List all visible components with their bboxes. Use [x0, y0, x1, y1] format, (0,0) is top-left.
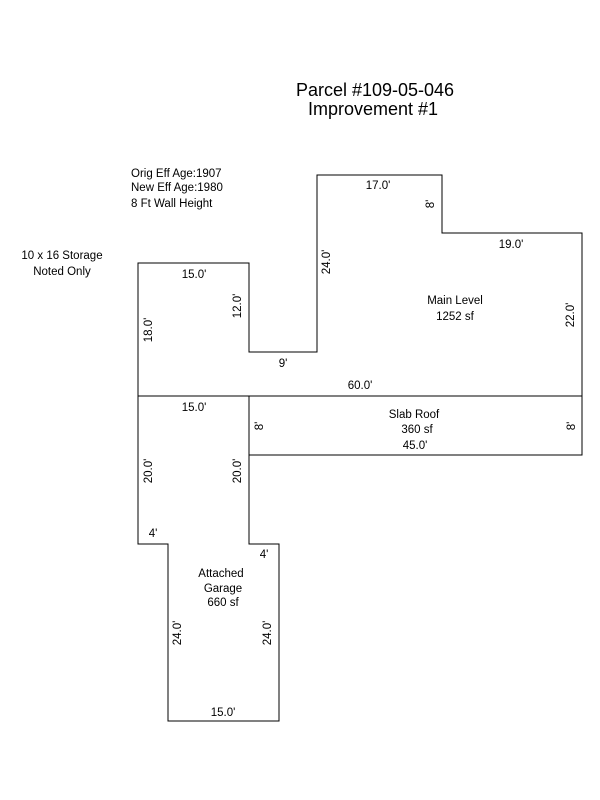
dim-slab-bottom: 45.0' — [403, 440, 428, 452]
dim-slab-left: 8' — [254, 422, 266, 431]
garage-size: 660 sf — [207, 597, 239, 609]
dim-garage-lower-right: 24.0' — [262, 621, 274, 646]
slab-roof-size: 360 sf — [401, 424, 433, 436]
dim-notch-right: 12.0' — [232, 294, 244, 319]
dim-garage-bottom: 15.0' — [211, 707, 236, 719]
dim-slab-right: 8' — [566, 422, 578, 431]
storage-note-line1: 10 x 16 Storage — [21, 250, 102, 262]
dim-tower-top: 17.0' — [366, 180, 391, 192]
dim-notch-bottom: 9' — [279, 358, 288, 370]
dim-main-right: 22.0' — [565, 303, 577, 328]
slab-roof-name: Slab Roof — [389, 409, 440, 421]
new-eff-age-note: New Eff Age:1980 — [131, 182, 223, 194]
garage-name-line1: Attached — [198, 568, 243, 580]
main-level-name: Main Level — [427, 295, 483, 307]
garage-outline — [137, 395, 280, 722]
dim-garage-upper-left: 20.0' — [143, 459, 155, 484]
orig-eff-age-note: Orig Eff Age:1907 — [131, 168, 222, 180]
garage-name-line2: Garage — [204, 583, 242, 595]
dim-tower-step: 8' — [425, 200, 437, 209]
dim-tower-left: 24.0' — [321, 250, 333, 275]
dim-garage-top: 15.0' — [182, 402, 207, 414]
dim-garage-step-right: 4' — [260, 549, 269, 561]
dim-main-bottom: 60.0' — [348, 380, 373, 392]
dim-main-top-right: 19.0' — [499, 239, 524, 251]
wall-height-note: 8 Ft Wall Height — [131, 198, 213, 210]
parcel-title: Parcel #109-05-046 — [296, 80, 454, 100]
dim-garage-lower-left: 24.0' — [172, 621, 184, 646]
storage-note-line2: Noted Only — [33, 266, 91, 278]
dim-main-top-left: 15.0' — [182, 269, 207, 281]
improvement-title: Improvement #1 — [308, 99, 438, 119]
main-level-size: 1252 sf — [436, 311, 475, 323]
dim-main-left: 18.0' — [143, 318, 155, 343]
dim-garage-upper-right: 20.0' — [232, 459, 244, 484]
dim-garage-step-left: 4' — [149, 528, 158, 540]
